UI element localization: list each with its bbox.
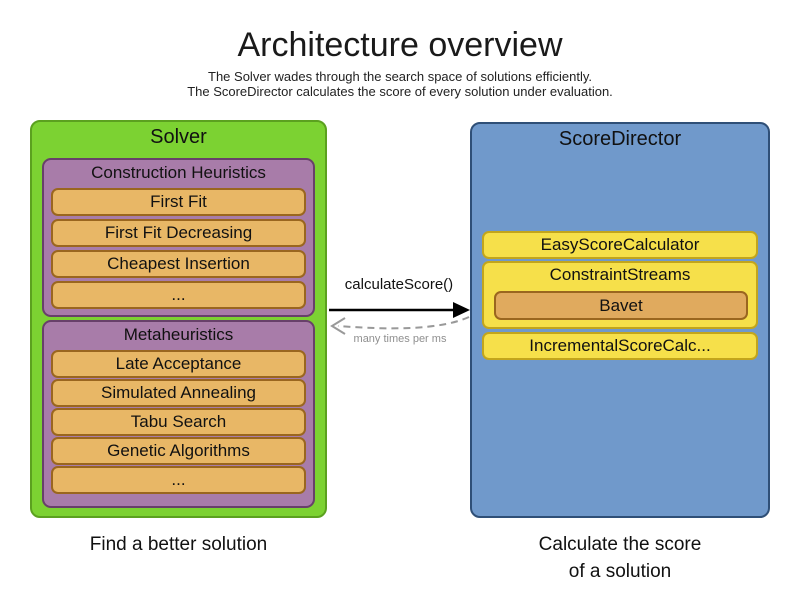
- score-director-caption-line-1: Calculate the score: [538, 534, 702, 555]
- score-director-box: ScoreDirector EasyScoreCalculator Constr…: [470, 122, 770, 518]
- feedback-dashed-arrow: [330, 316, 470, 335]
- easy-score-calculator-item: EasyScoreCalculator: [482, 231, 758, 259]
- frequency-label: many times per ms: [353, 333, 447, 345]
- subtitle-line-1: The Solver wades through the search spac…: [208, 69, 592, 84]
- heuristic-item: First Fit: [51, 188, 306, 216]
- calculate-score-label: calculateScore(): [344, 276, 454, 293]
- metaheuristic-item: Simulated Annealing: [51, 379, 306, 407]
- metaheuristic-item: Tabu Search: [51, 408, 306, 436]
- metaheuristic-item: Late Acceptance: [51, 350, 306, 378]
- score-director-caption: Calculate the score of a solution: [470, 531, 770, 585]
- solver-title: Solver: [150, 126, 207, 148]
- construction-heuristics-box: Construction Heuristics First Fit First …: [42, 158, 315, 317]
- heuristic-item: Cheapest Insertion: [51, 250, 306, 278]
- metaheuristic-item: ...: [51, 466, 306, 494]
- bavet-item: Bavet: [494, 291, 748, 320]
- page-title: Architecture overview: [237, 26, 563, 64]
- calculate-score-arrow: [329, 302, 470, 318]
- solver-caption: Find a better solution: [89, 534, 268, 555]
- solver-box: Solver Construction Heuristics First Fit…: [30, 120, 327, 518]
- score-director-title: ScoreDirector: [558, 128, 682, 150]
- metaheuristics-box: Metaheuristics Late Acceptance Simulated…: [42, 320, 315, 508]
- constraint-streams-title: ConstraintStreams: [549, 265, 691, 284]
- construction-heuristics-title: Construction Heuristics: [91, 163, 266, 182]
- score-director-caption-line-2: of a solution: [568, 561, 672, 582]
- constraint-streams-box: ConstraintStreams Bavet: [482, 261, 758, 329]
- metaheuristic-item: Genetic Algorithms: [51, 437, 306, 465]
- heuristic-item: First Fit Decreasing: [51, 219, 306, 247]
- metaheuristics-title: Metaheuristics: [123, 325, 234, 344]
- heuristic-item: ...: [51, 281, 306, 309]
- subtitle-line-2: The ScoreDirector calculates the score o…: [187, 84, 613, 99]
- incremental-score-calculator-item: IncrementalScoreCalc...: [482, 332, 758, 360]
